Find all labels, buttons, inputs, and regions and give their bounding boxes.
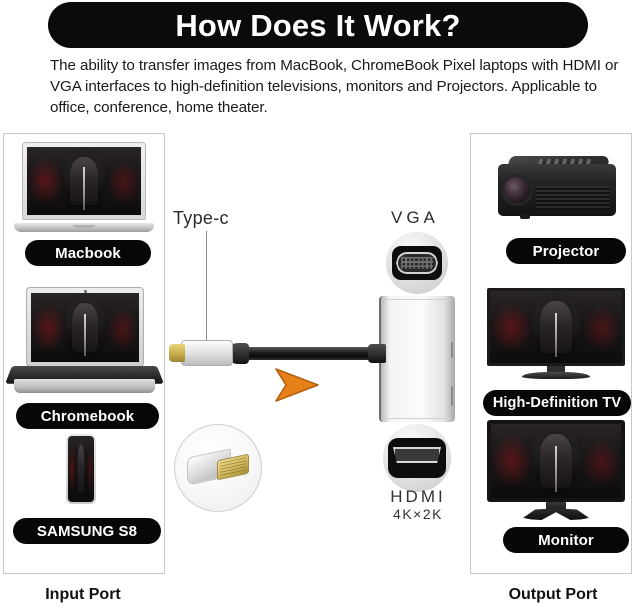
projector-vents — [536, 186, 610, 210]
page-title-banner: How Does It Work? — [48, 2, 588, 48]
device-label-monitor: Monitor — [503, 527, 629, 553]
device-label-text: High-Definition TV — [492, 395, 622, 411]
monitor-image — [487, 420, 625, 520]
device-label-projector: Projector — [506, 238, 626, 264]
hdmi-slot — [393, 447, 441, 463]
hdtv-screen-artwork — [490, 291, 622, 363]
adapter-seam-top — [385, 299, 451, 300]
adapter-cable — [236, 347, 384, 360]
samsung-s8-image — [66, 434, 96, 504]
hdtv-stand — [522, 372, 590, 379]
chromebook-lid — [26, 287, 144, 367]
adapter-seam-bottom — [385, 418, 451, 419]
hdmi-label: HDMI — [390, 487, 446, 506]
type-c-leader-line — [206, 231, 207, 341]
hdmi-port-icon — [383, 424, 451, 492]
chromebook-image — [5, 287, 164, 399]
hdtv-neck — [547, 366, 565, 373]
device-label-chromebook: Chromebook — [16, 403, 159, 429]
projector-image — [492, 150, 620, 228]
device-label-text: Projector — [532, 242, 600, 260]
vga-label: VGA — [391, 208, 439, 227]
monitor-bezel — [487, 420, 625, 502]
hdtv-image — [487, 288, 625, 380]
device-label-samsung-s8: SAMSUNG S8 — [13, 518, 161, 544]
cable-boot-right — [368, 344, 386, 363]
type-c-tip-callout — [174, 424, 262, 512]
adapter-housing — [379, 296, 455, 422]
type-c-plug-tip — [169, 344, 185, 362]
page-title: How Does It Work? — [175, 7, 461, 43]
vga-port-icon — [386, 232, 448, 294]
macbook-notch — [73, 225, 95, 228]
device-label-text: Macbook — [55, 244, 121, 262]
projector-foot — [520, 214, 530, 219]
monitor-stand — [520, 509, 592, 520]
macbook-lid — [22, 142, 146, 220]
device-label-text: Chromebook — [40, 407, 135, 425]
monitor-screen-artwork — [491, 424, 621, 498]
monitor-neck — [546, 502, 566, 511]
output-port-caption: Output Port — [508, 586, 598, 603]
input-port-caption: Input Port — [45, 586, 121, 603]
macbook-screen-artwork — [27, 147, 141, 215]
chromebook-screen-artwork — [31, 293, 139, 362]
chromebook-palmrest — [14, 379, 155, 393]
direction-arrow-icon — [275, 368, 319, 402]
type-c-plug-housing — [181, 340, 233, 366]
hdtv-bezel — [487, 288, 625, 366]
type-c-label: Type-c — [173, 208, 229, 228]
adapter-side-notch — [451, 342, 453, 358]
webcam-icon — [83, 289, 87, 293]
adapter-side-notch-2 — [451, 386, 453, 406]
device-label-text: SAMSUNG S8 — [36, 522, 138, 540]
device-label-hdtv: High-Definition TV — [483, 390, 631, 416]
projector-lens-icon — [501, 174, 533, 206]
macbook-image — [14, 142, 154, 234]
device-label-text: Monitor — [538, 531, 594, 549]
vga-pins — [401, 257, 433, 269]
phone-screen-artwork — [68, 436, 94, 502]
device-label-macbook: Macbook — [25, 240, 151, 266]
intro-description: The ability to transfer images from MacB… — [50, 57, 619, 116]
hdmi-resolution-label: 4K×2K — [393, 506, 443, 522]
